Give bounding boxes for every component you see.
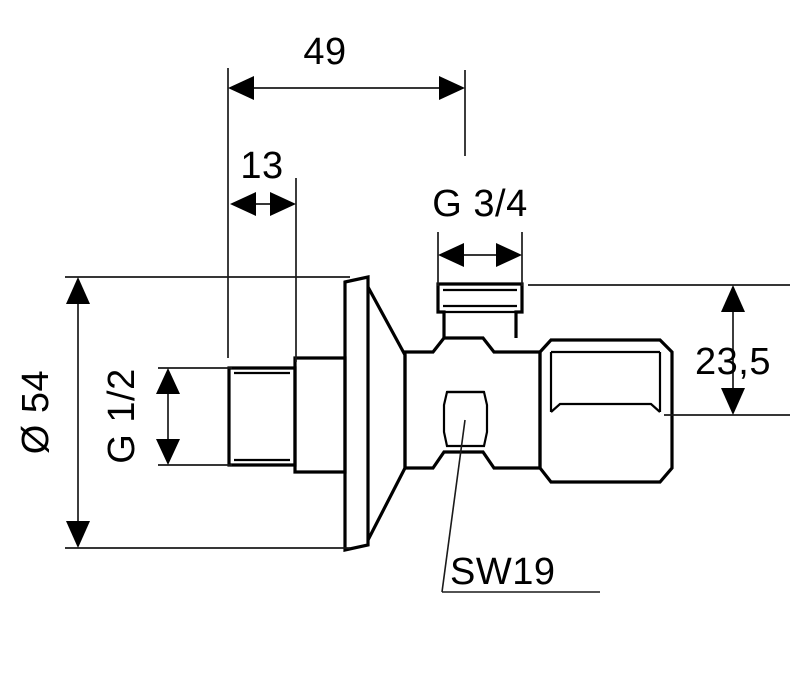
dimension-thread-length-13: 13 [230, 145, 297, 362]
arrow-down-23-5 [721, 388, 745, 415]
dimension-label-54: Ø 54 [15, 370, 57, 454]
dimension-height-23-5: 23,5 [528, 284, 790, 416]
outlet-stem [436, 282, 524, 338]
arrow-left-13 [230, 192, 256, 216]
arrow-left-49 [228, 76, 254, 100]
inlet-shoulder [293, 356, 347, 474]
hex-spanner-flat [442, 390, 489, 448]
dimension-label-23-5: 23,5 [695, 341, 771, 383]
arrow-left-g34 [438, 243, 464, 267]
arrow-up-54 [66, 277, 90, 304]
arrow-down-g12 [156, 439, 180, 465]
dimension-length-49: 49 [227, 31, 466, 358]
dimension-outlet-thread-g34: G 3/4 [432, 183, 527, 286]
handle-cap [538, 338, 674, 484]
valve-body-outline [227, 275, 674, 552]
arrow-up-g12 [156, 368, 180, 394]
arrow-up-23-5 [721, 285, 745, 312]
dimension-label-sw19: SW19 [450, 551, 555, 593]
dimension-label-g12: G 1/2 [101, 368, 143, 463]
arrow-right-49 [439, 76, 465, 100]
inlet-thread-spigot [227, 366, 297, 467]
flange-disc [343, 275, 370, 552]
dimension-label-49: 49 [303, 31, 346, 73]
valve-center-body [403, 336, 542, 470]
arrow-right-g34 [496, 243, 522, 267]
dimension-inlet-thread-g12: G 1/2 [101, 367, 232, 466]
arrow-down-54 [66, 521, 90, 548]
cone-transition [366, 286, 407, 541]
dimension-flange-diameter-54: Ø 54 [15, 276, 350, 549]
dimension-label-13: 13 [240, 145, 283, 187]
dimension-label-g34: G 3/4 [432, 183, 527, 225]
dimension-hex-spanner-sw19: SW19 [441, 419, 600, 593]
arrow-right-13 [270, 192, 296, 216]
